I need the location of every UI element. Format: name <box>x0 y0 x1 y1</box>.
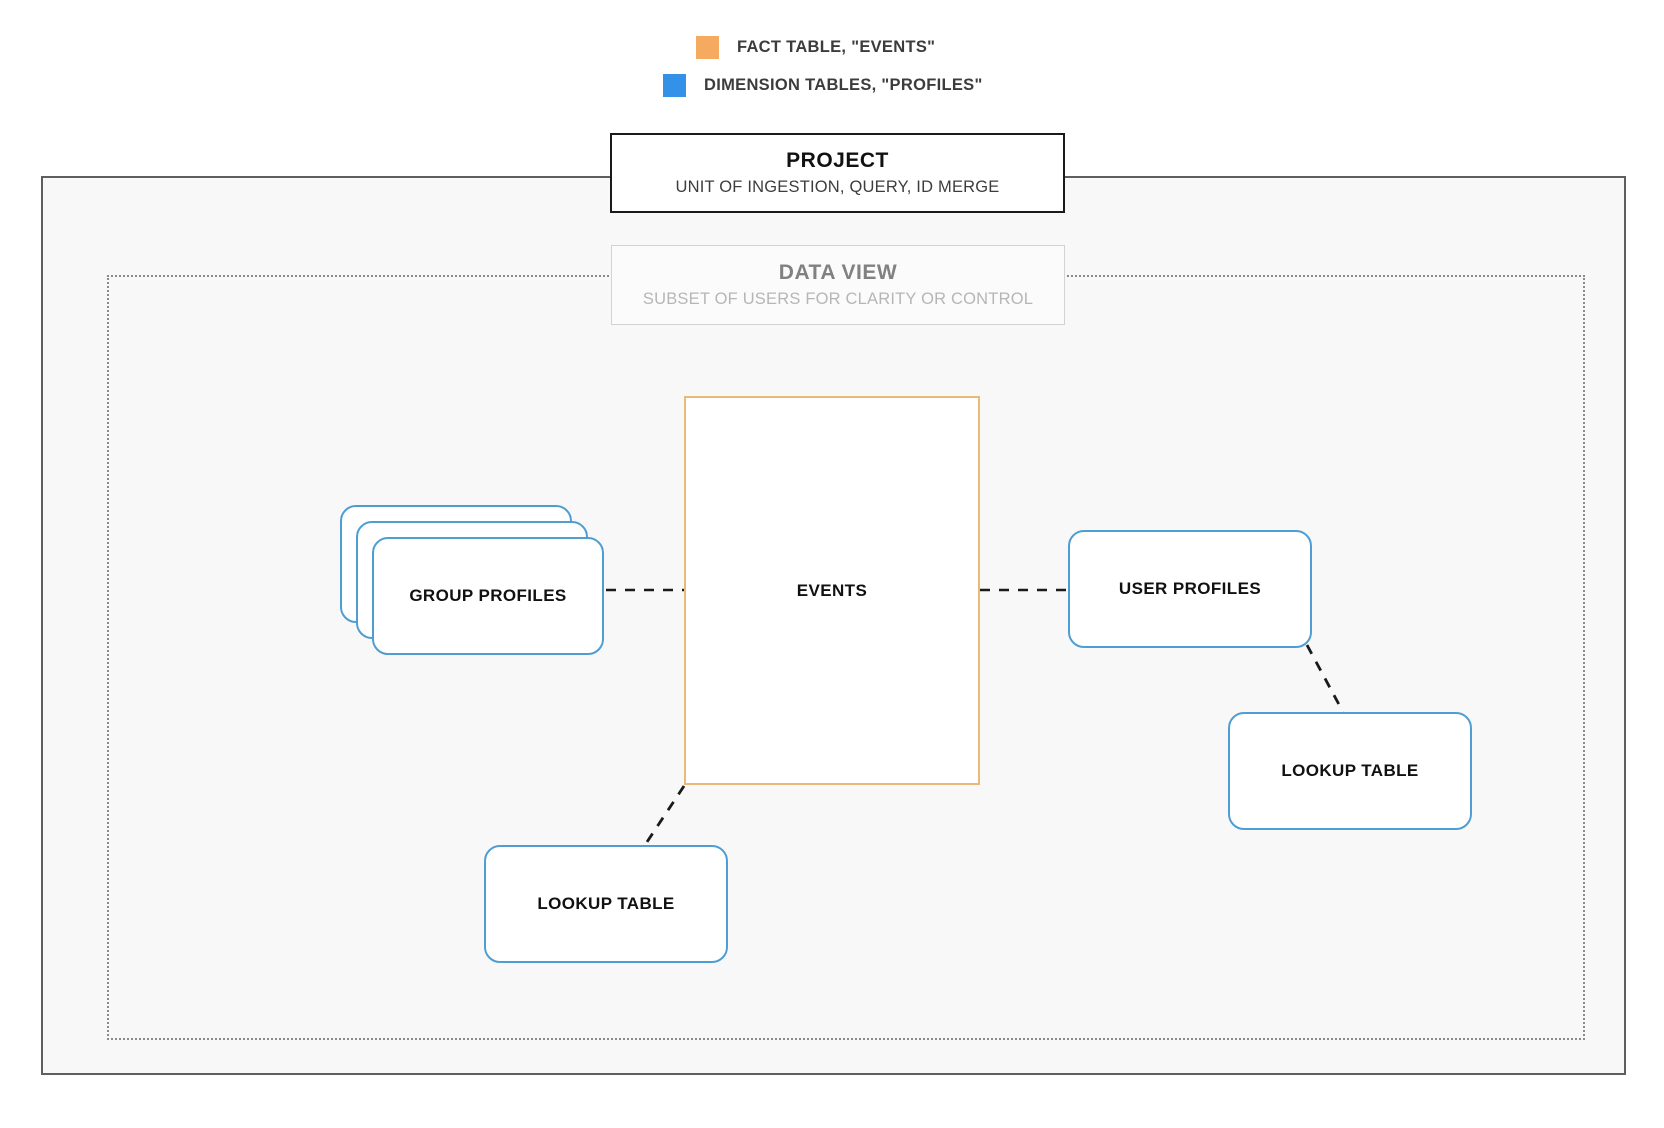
blue-square-swatch <box>663 73 686 97</box>
legend-label-fact-table: FACT TABLE, "EVENTS" <box>737 37 936 56</box>
group-profiles-card-front[interactable]: GROUP PROFILES <box>372 537 604 655</box>
legend-item-dimension-tables: DIMENSION TABLES, "PROFILES" <box>0 66 1664 104</box>
node-user-profiles-label: USER PROFILES <box>1118 579 1262 598</box>
project-label-box: PROJECT UNIT OF INGESTION, QUERY, ID MER… <box>610 133 1065 213</box>
data-view-label-box: DATA VIEW SUBSET OF USERS FOR CLARITY OR… <box>611 245 1065 325</box>
orange-square-swatch <box>696 35 719 59</box>
node-events-label: EVENTS <box>796 580 868 600</box>
project-subtitle: UNIT OF INGESTION, QUERY, ID MERGE <box>675 178 1000 197</box>
node-lookup-table-right-label: LOOKUP TABLE <box>1281 761 1419 780</box>
node-user-profiles[interactable]: USER PROFILES <box>1068 530 1312 648</box>
node-lookup-table-left-label: LOOKUP TABLE <box>537 894 675 913</box>
node-lookup-table-right[interactable]: LOOKUP TABLE <box>1228 712 1472 830</box>
node-lookup-table-left[interactable]: LOOKUP TABLE <box>484 845 728 963</box>
node-group-profiles[interactable]: GROUP PROFILES <box>340 505 604 655</box>
legend: FACT TABLE, "EVENTS" DIMENSION TABLES, "… <box>0 28 1664 104</box>
legend-label-dimension-tables: DIMENSION TABLES, "PROFILES" <box>704 75 983 94</box>
project-title: PROJECT <box>786 148 889 172</box>
legend-item-fact-table: FACT TABLE, "EVENTS" <box>0 28 1664 66</box>
data-view-subtitle: SUBSET OF USERS FOR CLARITY OR CONTROL <box>642 290 1034 309</box>
node-group-profiles-label: GROUP PROFILES <box>409 586 567 605</box>
data-view-title: DATA VIEW <box>778 260 898 284</box>
node-events[interactable]: EVENTS <box>684 396 980 785</box>
